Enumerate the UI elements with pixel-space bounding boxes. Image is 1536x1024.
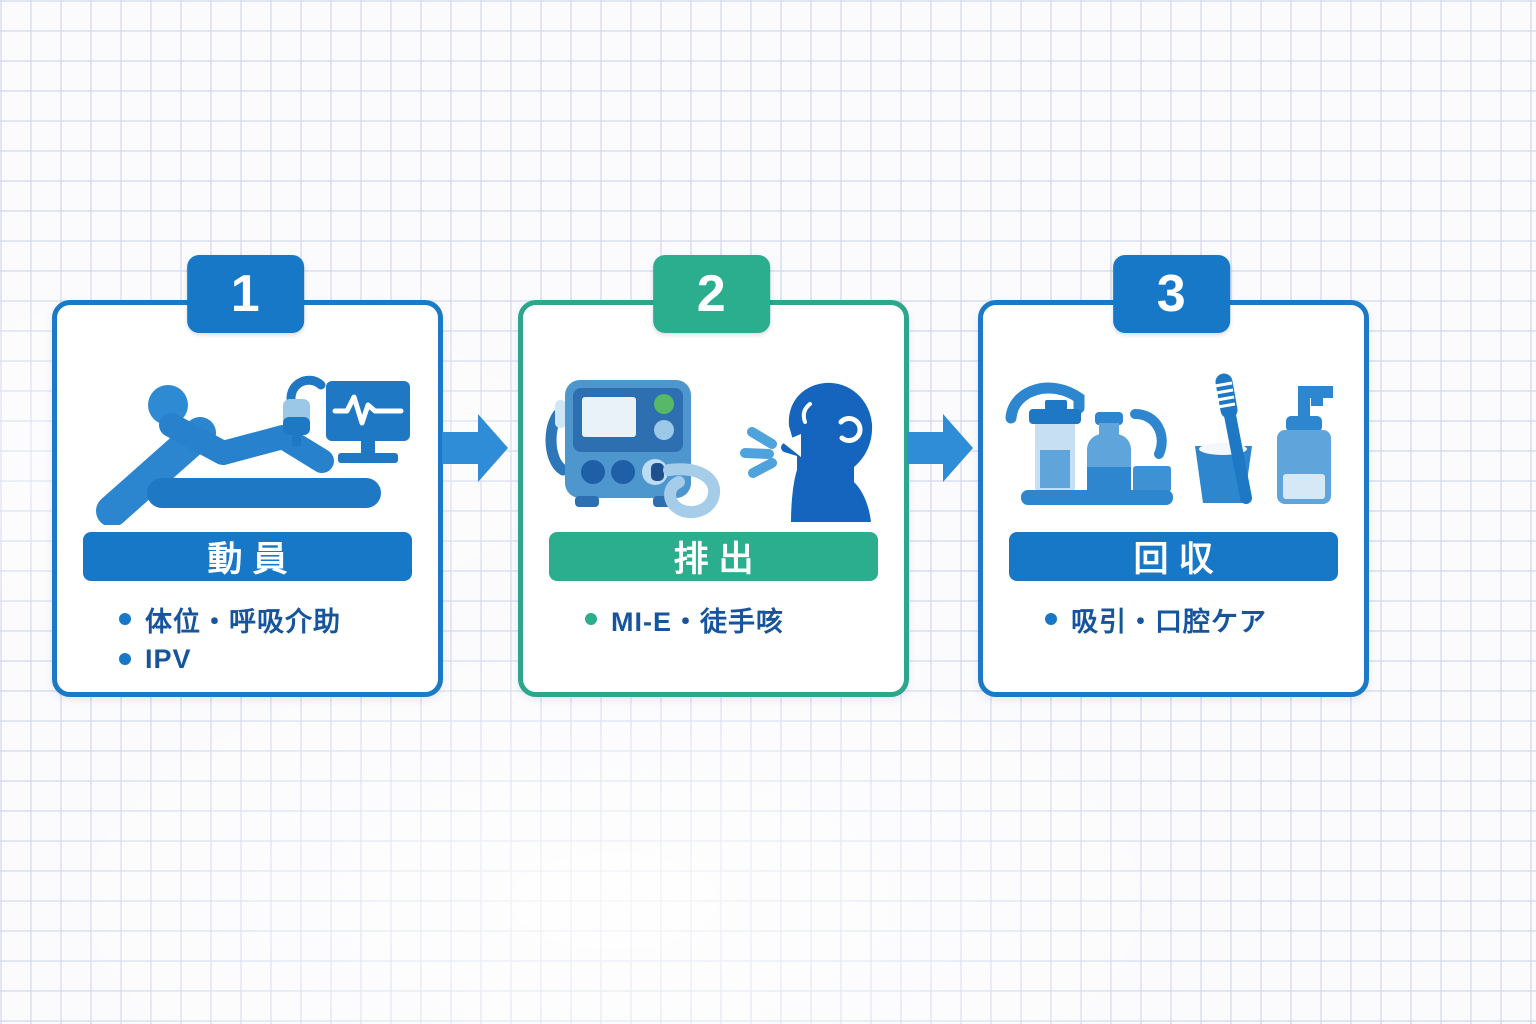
bullet-dot-icon xyxy=(119,613,131,625)
step-icon-zone xyxy=(57,357,438,532)
step-number-badge: 1 xyxy=(186,255,304,333)
step-title-banner: 回収 xyxy=(1009,532,1338,581)
step-bullet-list: 吸引・口腔ケア xyxy=(1045,599,1344,639)
step-number: 1 xyxy=(230,265,260,323)
step-icon-zone xyxy=(983,357,1364,532)
step-bullet-list: 体位・呼吸介助 IPV xyxy=(119,599,418,679)
step-title-banner: 排出 xyxy=(549,532,878,581)
suction-unit-oral-care-icon xyxy=(1005,373,1333,505)
bullet-text: 体位・呼吸介助 xyxy=(145,606,341,637)
step-card-expulsion: 2 xyxy=(518,255,909,697)
step-icon-zone xyxy=(523,357,904,532)
step-number-badge: 3 xyxy=(1112,255,1230,333)
bullet-text: 吸引・口腔ケア xyxy=(1071,606,1267,637)
step-number: 3 xyxy=(1156,265,1186,323)
bullet-dot-icon xyxy=(1045,613,1057,625)
step-number: 2 xyxy=(696,265,726,323)
list-item: MI-E・徒手咳 xyxy=(585,599,884,639)
step-title: 動員 xyxy=(207,540,298,579)
step-card-mobilization: 1 xyxy=(52,255,443,697)
list-item: 体位・呼吸介助 xyxy=(119,599,418,639)
patient-reclining-bed-monitor-icon xyxy=(95,375,410,525)
step-title-banner: 動員 xyxy=(83,532,412,581)
bullet-dot-icon xyxy=(585,613,597,625)
list-item: 吸引・口腔ケア xyxy=(1045,599,1344,639)
bullet-text: MI-E・徒手咳 xyxy=(611,606,784,637)
flow-arrow-icon xyxy=(442,414,508,482)
mie-device-coughing-person-icon xyxy=(545,380,872,522)
step-title: 排出 xyxy=(673,540,764,579)
step-number-badge: 2 xyxy=(652,255,770,333)
flow-arrow-icon xyxy=(907,414,973,482)
step-title: 回収 xyxy=(1133,540,1224,579)
list-item: IPV xyxy=(119,639,418,679)
bullet-text: IPV xyxy=(145,643,192,674)
step-bullet-list: MI-E・徒手咳 xyxy=(585,599,884,639)
bullet-dot-icon xyxy=(119,653,131,665)
step-card-collection: 3 xyxy=(978,255,1369,697)
